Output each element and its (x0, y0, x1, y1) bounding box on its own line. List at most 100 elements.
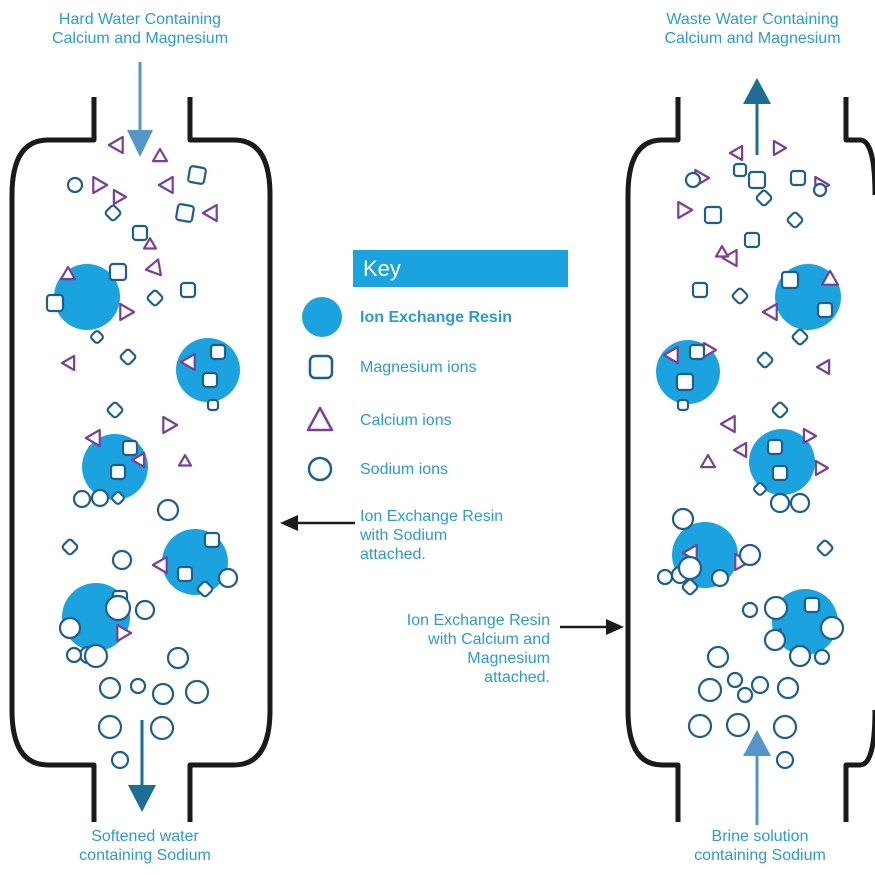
resin-ca-mg-label: Ion Exchange Resin with Calcium and Magn… (350, 611, 550, 687)
calcium-ion-icon (144, 258, 163, 277)
calcium-ion-icon (84, 428, 101, 448)
calcium-ion-icon (820, 269, 840, 286)
magnesium-ion-icon (753, 482, 767, 496)
magnesium-ion-icon (789, 169, 807, 187)
sodium-ion-icon (812, 182, 828, 198)
sodium-ion-icon (775, 750, 795, 770)
softened-water-out-arrow (128, 720, 156, 812)
sodium-ion-icon (726, 671, 744, 689)
right-tank-outline-lower (843, 709, 875, 822)
ions-layer (45, 135, 845, 770)
magnesium-ion-icon (731, 287, 749, 305)
waste-water-line-2: Calcium and Magnesium (664, 30, 841, 47)
magnesium-ion-icon (176, 565, 194, 583)
sodium-ion-icon (110, 750, 130, 770)
magnesium-ion-icon (732, 162, 748, 178)
calcium-ion-icon (112, 188, 128, 206)
calcium-ion-icon (142, 237, 158, 250)
key-triangle-icon (306, 406, 334, 432)
sodium-ion-icon (184, 679, 210, 705)
magnesium-ion-icon (104, 204, 122, 222)
magnesium-ion-icon (209, 343, 227, 361)
resin-ca-mg-line-2: with Calcium and (428, 631, 550, 648)
sodium-ion-icon (166, 646, 190, 670)
key-label-sodium: Sodium ions (360, 461, 449, 478)
waste-water-out-arrow (743, 78, 771, 155)
sodium-ion-icon (72, 489, 92, 509)
sodium-ion-icon (776, 676, 800, 700)
magnesium-ion-icon (691, 281, 709, 299)
waste-water-line-1: Waste Water Containing (666, 11, 839, 28)
magnesium-ion-icon (131, 224, 149, 242)
calcium-ion-icon (728, 144, 744, 162)
sodium-ion-icon (58, 616, 82, 640)
magnesium-ion-icon (681, 578, 699, 596)
magnesium-ion-icon (106, 401, 124, 419)
sodium-ion-icon (725, 712, 751, 738)
calcium-ion-icon (59, 265, 77, 281)
calcium-ion-icon (162, 415, 179, 435)
calcium-ion-icon (699, 453, 717, 469)
calcium-ion-icon (815, 358, 831, 376)
calcium-ion-icon (151, 555, 168, 575)
sodium-ion-icon (151, 682, 175, 706)
key-label-magnesium: Magnesium ions (360, 359, 477, 376)
key-label-calcium: Calcium ions (360, 412, 452, 429)
sodium-ion-icon (736, 686, 754, 704)
key-circle-icon (307, 456, 333, 482)
magnesium-ion-icon (109, 463, 127, 481)
calcium-ion-icon (107, 135, 124, 155)
sodium-ion-icon (97, 714, 123, 740)
magnesium-ion-icon (45, 293, 65, 313)
calcium-ion-icon (157, 175, 174, 195)
magnesium-ion-icon (90, 330, 104, 344)
magnesium-ion-icon (121, 439, 139, 457)
sodium-ion-icon (134, 599, 156, 621)
calcium-ion-icon (662, 345, 679, 365)
sodium-ion-icon (156, 498, 180, 522)
sodium-ion-icon (813, 648, 831, 666)
calcium-ion-icon (714, 245, 730, 258)
magnesium-ion-icon (780, 270, 800, 290)
hard-water-in-arrow (127, 62, 153, 157)
sodium-ion-icon (90, 488, 110, 508)
resin-ca-mg-line-4: attached. (484, 669, 550, 686)
calcium-ion-icon (721, 248, 738, 268)
hard-water-label: Hard Water Containing Calcium and Magnes… (10, 10, 270, 48)
magnesium-ion-icon (201, 371, 219, 389)
brine-in-arrow (743, 730, 771, 825)
sodium-ion-icon (104, 594, 132, 622)
resin-sodium-line-1: Ion Exchange Resin (360, 508, 504, 525)
hard-water-line-2: Calcium and Magnesium (51, 30, 229, 47)
pointer-arrow-right (560, 619, 624, 635)
sodium-ion-icon (671, 507, 695, 531)
calcium-ion-icon (677, 200, 694, 220)
magnesium-ion-icon (771, 464, 789, 482)
sodium-ion-icon (677, 555, 703, 581)
magnesium-ion-icon (803, 596, 821, 614)
key-square-icon (308, 354, 334, 380)
softened-water-label: Softened water containing Sodium (40, 827, 250, 865)
brine-line-2: containing Sodium (694, 847, 826, 864)
magnesium-ion-icon (676, 398, 690, 412)
magnesium-ion-icon (816, 301, 834, 319)
magnesium-ion-icon (187, 165, 207, 185)
calcium-ion-icon (116, 623, 133, 643)
sodium-ion-icon (98, 676, 122, 700)
calcium-ion-icon (761, 302, 778, 322)
magnesium-ion-icon (111, 491, 125, 505)
calcium-ion-icon (92, 175, 109, 195)
magnesium-ion-icon (175, 203, 195, 223)
resin-ca-mg-line-1: Ion Exchange Resin (406, 612, 550, 629)
calcium-ion-icon (719, 414, 736, 434)
magnesium-ion-icon (791, 328, 809, 346)
resin-ca-mg-line-3: Magnesium (467, 650, 550, 667)
calcium-ion-icon (60, 354, 76, 372)
sodium-ion-icon (750, 675, 770, 695)
sodium-ion-icon (687, 713, 713, 739)
magnesium-ion-icon (786, 211, 804, 229)
magnesium-ion-icon (146, 289, 164, 307)
magnesium-ion-icon (196, 580, 214, 598)
calcium-ion-icon (732, 441, 748, 459)
